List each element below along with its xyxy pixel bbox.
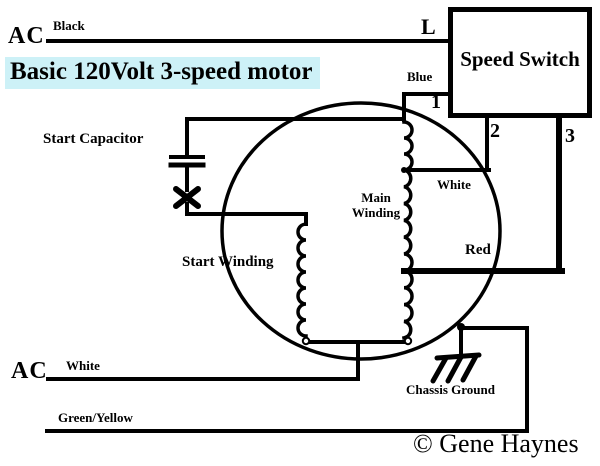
ac-bottom-label: AC: [11, 358, 48, 384]
capacitor-lower-wire: [185, 202, 308, 226]
cutout-x-symbol: [173, 186, 201, 209]
terminal-2-label: 2: [490, 120, 500, 142]
blue-wire-label: Blue: [407, 69, 433, 84]
black-wire-label: Black: [53, 18, 85, 33]
main-winding-coil-top: [402, 120, 414, 172]
terminal-1-label: 1: [431, 91, 441, 113]
junction-dot-start-winding: [301, 336, 311, 346]
line-terminal-label: L: [421, 14, 436, 39]
blue-wire: [402, 92, 452, 122]
terminal-3-label: 3: [565, 125, 575, 147]
junction-dot-red-tap: [401, 268, 407, 274]
ac-top-label: AC: [8, 23, 45, 49]
main-winding-coil-bottom: [401, 269, 414, 341]
capacitor-symbol: [168, 155, 206, 192]
green-yellow-wire-label: Green/Yellow: [58, 410, 133, 425]
main-winding-coil-mid: [401, 167, 414, 273]
red-tap-label: Red: [465, 242, 491, 258]
green-yellow-wire: [45, 326, 529, 433]
speed-switch-box: [448, 7, 592, 118]
diagram-title: Basic 120Volt 3-speed motor: [5, 57, 320, 89]
start-winding-label: Start Winding: [182, 254, 274, 270]
chassis-ground-label: Chassis Ground: [406, 382, 495, 397]
start-capacitor-label: Start Capacitor: [43, 131, 144, 147]
copyright-credit: © Gene Haynes: [413, 429, 579, 458]
main-winding-label: Main Winding: [351, 190, 401, 220]
white-tap-label: White: [437, 177, 471, 192]
start-winding-coil: [296, 222, 308, 340]
chassis-ground-symbol: [430, 352, 482, 384]
junction-dot-white-tap: [401, 167, 407, 173]
motor-shell: [220, 101, 502, 361]
white-ac-wire-label: White: [66, 358, 100, 373]
junction-dot-ground: [457, 323, 465, 331]
junction-dot-main-winding: [403, 336, 413, 346]
speed-switch-label: Speed Switch: [460, 47, 580, 71]
start-capacitor-wire: [185, 117, 406, 157]
